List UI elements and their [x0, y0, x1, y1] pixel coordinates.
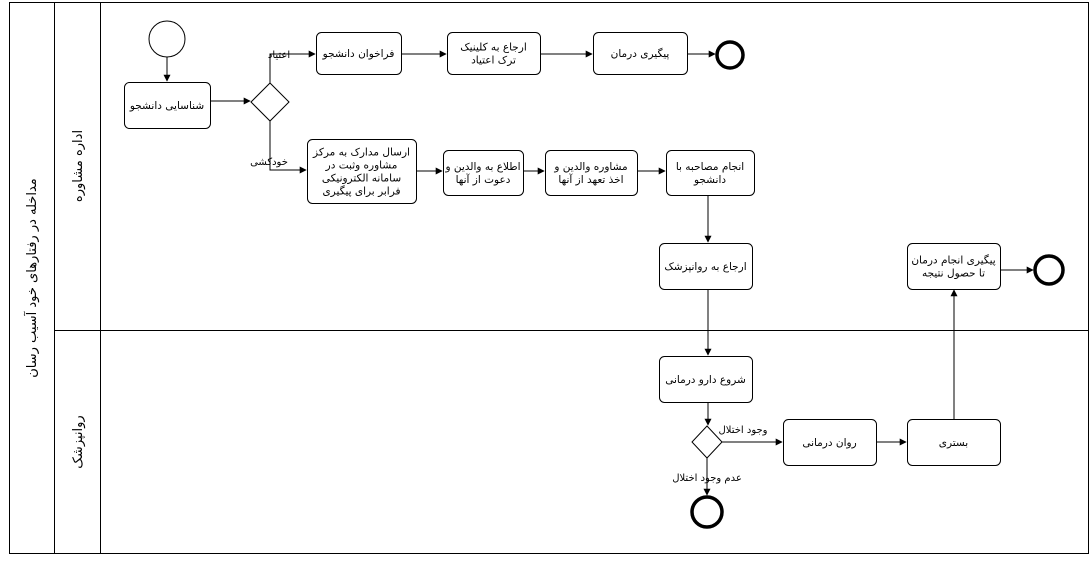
- task-label-line: اطلاع به والدین و: [444, 161, 520, 173]
- lane-label-psychiatrist: روانپزشک: [71, 415, 86, 468]
- pool-frame: [9, 2, 1089, 554]
- task-identify-student: شناسایی دانشجو: [124, 82, 211, 129]
- edge-label-disorder: وجود اختلال: [718, 425, 767, 436]
- lane-label-counseling: اداره مشاوره: [71, 130, 86, 202]
- task-start-medication: شروع دارو درمانی: [659, 356, 753, 403]
- task-label-line: مشاوره وثبت در: [325, 160, 398, 172]
- task-label-line: دعوت از آنها: [456, 173, 511, 186]
- end-event-followup: [715, 40, 745, 70]
- end-event-no-disorder: [690, 495, 724, 529]
- end-event-treatment: [1033, 254, 1065, 286]
- task-label-line: پیگیری انجام درمان: [911, 254, 995, 267]
- task-label-line: فرابر برای پیگیری: [322, 185, 400, 198]
- task-label-line: مشاوره والدین و: [553, 161, 627, 173]
- task-label-line: سامانه الکترونیکی: [322, 173, 401, 185]
- start-event: [148, 20, 186, 58]
- edge-label-no-disorder: عدم وجود اختلال: [672, 473, 742, 484]
- edge-label-suicide: خودکشی: [250, 157, 288, 168]
- task-label-line: پیگیری درمان: [611, 47, 670, 60]
- task-label-line: شناسایی دانشجو: [129, 100, 204, 112]
- task-label-line: ترک اعتیاد: [471, 55, 516, 67]
- task-hospitalization: بستری: [907, 419, 1001, 466]
- task-label-line: روان درمانی: [802, 437, 856, 449]
- sequence-flows: [163, 50, 1034, 496]
- task-label-line: شروع دارو درمانی: [665, 374, 746, 386]
- task-psychotherapy: روان درمانی: [783, 419, 877, 466]
- task-label-line: بستری: [939, 437, 968, 449]
- task-label-line: ارجاع به کلینیک: [460, 42, 527, 54]
- task-label-line: ارجاع به روانپزشک: [664, 261, 746, 273]
- edge-label-addiction: اعتیاد: [268, 50, 290, 61]
- task-refer-psychiatrist: ارجاع به روانپزشک: [659, 243, 753, 290]
- task-label-line: انجام مصاحبه با: [676, 161, 744, 173]
- task-label-line: اخذ تعهد از آنها: [558, 173, 623, 186]
- gateway-case-type: [250, 82, 290, 122]
- task-label-line: دانشجو: [693, 174, 726, 186]
- task-label-line: تا حصول نتیجه: [922, 268, 985, 280]
- task-label-line: ارسال مدارک به مرکز: [312, 147, 410, 159]
- task-treatment-followup: پیگیری درمان: [593, 32, 688, 75]
- task-label-line: فراخوان دانشجو: [322, 48, 395, 60]
- pool-label: مداخله در رفتارهای خود آسیب رسان: [23, 178, 40, 378]
- task-call-student: فراخوان دانشجو: [316, 32, 402, 75]
